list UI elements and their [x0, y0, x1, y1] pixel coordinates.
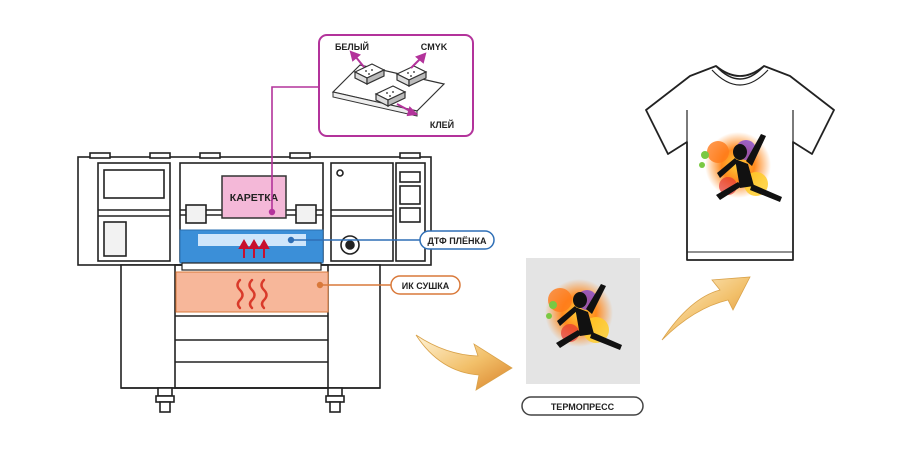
heat-waves — [236, 278, 268, 310]
curved-arrow-to-transfer — [415, 334, 513, 391]
jumping-figure — [556, 284, 622, 350]
ir-dryer-badge: ИК СУШКА — [390, 275, 461, 295]
dtf-film-area — [179, 229, 324, 271]
curved-arrow-to-tshirt — [661, 276, 751, 341]
callout-lines — [268, 86, 420, 289]
dtf-film-label: ДТФ ПЛЁНКА — [427, 236, 487, 246]
cmyk-ink-label: CMYK — [421, 42, 448, 52]
ir-dryer-label: ИК СУШКА — [402, 281, 450, 291]
heat-up-arrows — [238, 238, 270, 258]
printhead-inset: БЕЛЫЙ CMYK КЛЕЙ — [318, 34, 474, 137]
white-ink-label: БЕЛЫЙ — [335, 41, 369, 52]
glue-label: КЛЕЙ — [430, 119, 454, 130]
ir-dryer-box — [175, 271, 329, 313]
heat-press-badge: ТЕРМОПРЕСС — [521, 396, 644, 416]
dtf-film-badge: ДТФ ПЛЁНКА — [419, 230, 495, 250]
carriage-box — [221, 175, 287, 219]
t-shirt — [645, 65, 835, 261]
heat-press-label: ТЕРМОПРЕСС — [551, 402, 615, 412]
transfer-print — [526, 258, 640, 384]
carriage-label: КАРЕТКА — [230, 192, 279, 204]
